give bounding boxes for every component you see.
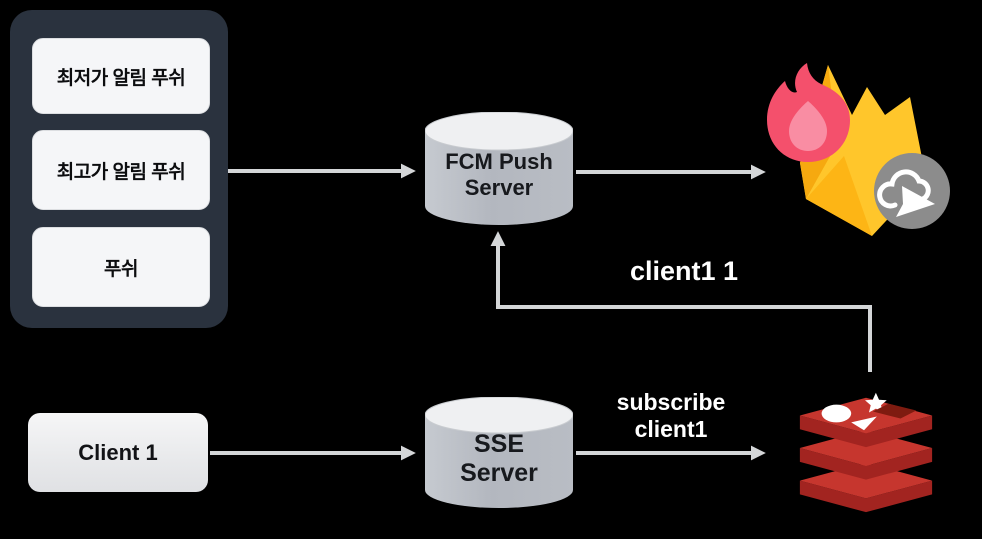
fcm-server-label: FCM Push Server	[445, 148, 553, 200]
firebase-cloud-messaging-icon	[767, 63, 950, 236]
database-cylinder-icon	[425, 112, 573, 225]
push-type-label: 푸쉬	[104, 258, 138, 280]
push-type-label: 최저가 알림 푸쉬	[56, 67, 186, 89]
cloud-badge	[874, 153, 950, 229]
cloud-icon	[877, 169, 931, 209]
edge-label-subscribe: subscribe client1	[616, 389, 726, 443]
sse-server-label: SSE Server	[460, 429, 538, 487]
send-icon	[896, 186, 935, 217]
fcm-push-server-node: FCM Push Server	[425, 112, 573, 225]
database-cylinder-icon	[425, 397, 573, 508]
push-type-item-lowest: 최저가 알림 푸쉬	[32, 38, 210, 114]
redis-circle-shape	[821, 404, 852, 423]
edge-label-client-token: client1 1	[629, 256, 739, 286]
push-type-item-highest: 최고가 알림 푸쉬	[32, 130, 210, 210]
redis-icon	[799, 392, 933, 513]
push-type-label: 최고가 알림 푸쉬	[56, 161, 186, 183]
arrow-redis-to-fcm	[490, 231, 872, 372]
redis-square-hole	[872, 403, 917, 419]
redis-triangle-shape	[851, 416, 877, 431]
push-type-item-push: 푸쉬	[32, 227, 210, 307]
push-types-panel: 최저가 알림 푸쉬 최고가 알림 푸쉬 푸쉬	[10, 10, 228, 328]
client-1-label: Client 1	[78, 439, 158, 465]
client-1-node: Client 1	[28, 413, 208, 492]
sse-server-node: SSE Server	[425, 397, 573, 508]
